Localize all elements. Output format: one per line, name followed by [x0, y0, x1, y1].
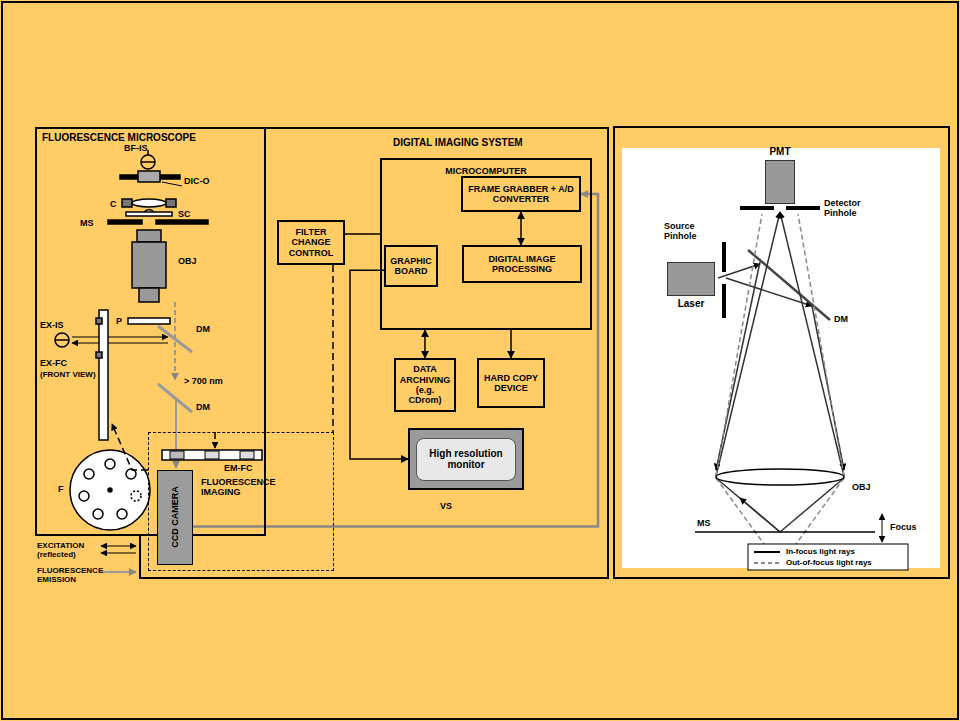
light-key-arrows — [101, 546, 136, 572]
connector — [424, 330, 426, 358]
process-box: FILTER CHANGE CONTROL — [277, 220, 345, 265]
microscope-box: FLUORESCENCE MICROSCOPE — [35, 127, 266, 536]
legend-item: Out-of-focus light rays — [754, 557, 872, 568]
part-label: C — [110, 199, 117, 209]
legend: In-focus light raysOut-of-focus light ra… — [754, 546, 872, 568]
part-label: OBJ — [852, 482, 871, 492]
confocal-panel — [614, 127, 949, 578]
process-box: DATA ARCHIVING (e.g. CDrom) — [394, 358, 456, 412]
filter-control-lines — [112, 265, 333, 470]
process-box: DIGITAL IMAGE PROCESSING — [462, 245, 582, 283]
part-label: (FRONT VIEW) — [40, 370, 96, 379]
group-heading: DIGITAL IMAGING SYSTEM — [393, 137, 607, 149]
group-heading: FLUORESCENCE MICROSCOPE — [42, 132, 259, 144]
camera-box: CCD CAMERA — [157, 470, 193, 565]
detector-box: PMT — [756, 146, 804, 208]
box-label: GRAPHIC BOARD — [389, 256, 433, 277]
box-label: DATA ARCHIVING (e.g. CDrom) — [399, 364, 451, 405]
part-label: SC — [178, 209, 191, 219]
legend-text: Out-of-focus light rays — [786, 558, 872, 567]
device-block — [667, 262, 715, 296]
box-label: Laser — [678, 298, 705, 310]
part-label: Detector Pinhole — [824, 198, 886, 219]
part-label: DM — [196, 402, 210, 412]
part-label: EX-IS — [40, 320, 64, 330]
group-heading: FLUORESCENCE IMAGING — [201, 477, 291, 498]
connector — [193, 194, 599, 527]
box-label: DIGITAL IMAGE PROCESSING — [467, 254, 577, 275]
confocal-drawing — [695, 208, 908, 570]
part-label: DM — [196, 324, 210, 334]
part-label: MS — [697, 518, 711, 528]
part-label: DM — [834, 314, 848, 324]
computer-box: MICROCOMPUTER FRAME GRABBER + A/D CONVERT… — [380, 158, 592, 330]
process-box: GRAPHIC BOARD — [384, 245, 438, 287]
group-heading: MICROCOMPUTER — [382, 166, 590, 176]
box-label: PMT — [769, 146, 790, 158]
part-label: P — [116, 316, 122, 326]
imaging-system-box: DIGITAL IMAGING SYSTEM MICROCOMPUTER FRAME… — [265, 127, 609, 579]
part-label: EX-FC — [40, 358, 67, 368]
part-label: OBJ — [178, 256, 197, 266]
box-label: CCD CAMERA — [169, 486, 179, 548]
box-label: FRAME GRABBER + A/D CONVERTER — [466, 184, 576, 205]
part-label: F — [58, 484, 64, 494]
part-label: Source Pinhole — [664, 221, 720, 242]
legend-line-sample — [754, 549, 780, 555]
part-label: BF-IS — [124, 143, 148, 153]
box-label: FILTER CHANGE CONTROL — [282, 227, 340, 258]
box-label: High resolution monitor — [416, 438, 516, 481]
legend-text: In-focus light rays — [786, 547, 855, 556]
part-label: > 700 nm — [184, 376, 223, 386]
box-label: HARD COPY DEVICE — [482, 373, 540, 394]
process-box: FRAME GRABBER + A/D CONVERTER — [461, 176, 581, 212]
connector — [510, 330, 512, 358]
confocal-ground — [622, 148, 940, 568]
connector — [345, 233, 380, 235]
connector — [350, 270, 408, 459]
imaging-dashed-box: FLUORESCENCE IMAGING CCD CAMERA — [148, 432, 334, 571]
part-label: EM-FC — [224, 463, 253, 473]
part-label: DIC-O — [184, 176, 210, 186]
part-label: EXCITATION (reflected) — [37, 541, 107, 559]
legend-line-sample — [754, 560, 780, 566]
monitor-box: High resolution monitor — [408, 428, 524, 490]
legend-item: In-focus light rays — [754, 546, 872, 557]
part-label: FLUORESCENCE EMISSION — [37, 566, 132, 584]
device-block — [765, 160, 795, 204]
process-box: HARD COPY DEVICE — [477, 358, 545, 408]
connector — [520, 212, 522, 245]
part-label: MS — [80, 218, 94, 228]
laser-box: Laser — [664, 260, 718, 312]
part-label: Focus — [890, 522, 917, 532]
part-label: VS — [440, 501, 452, 511]
